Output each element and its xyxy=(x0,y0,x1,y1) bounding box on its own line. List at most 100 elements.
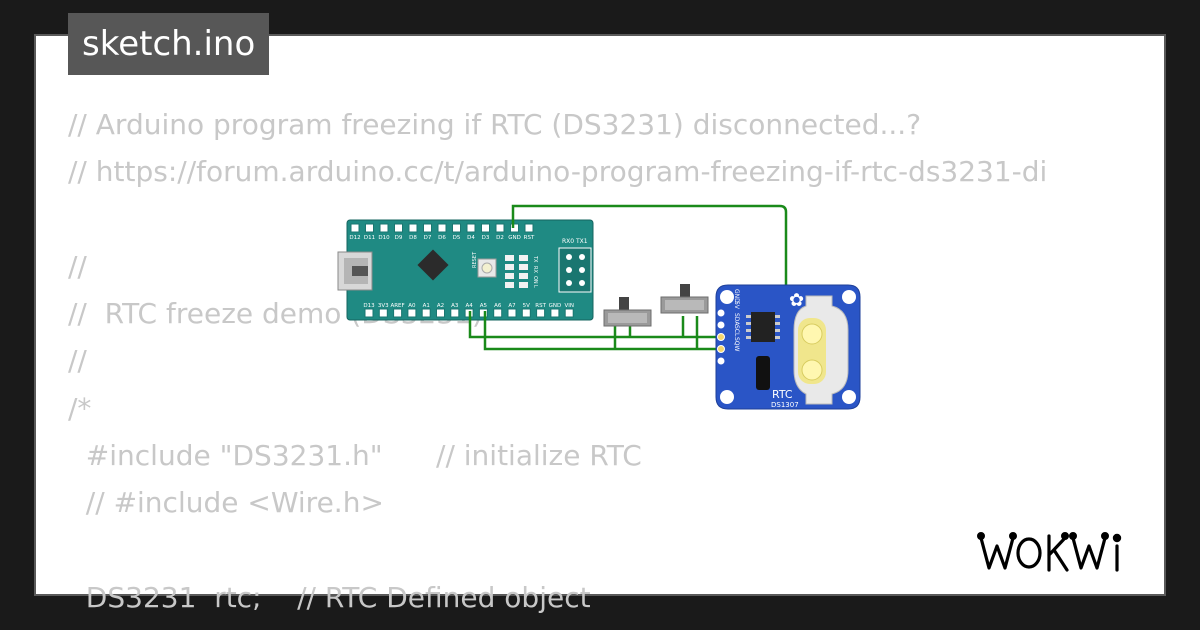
pin-label-top: D3 xyxy=(482,235,490,241)
pin-label-bottom: GND xyxy=(549,303,562,309)
pin-hole-top[interactable] xyxy=(408,223,418,233)
pin-hole-bottom[interactable] xyxy=(550,308,560,318)
pin-label-top: D6 xyxy=(438,235,446,241)
pin-hole-bottom[interactable] xyxy=(378,308,388,318)
pin-hole-top[interactable] xyxy=(481,223,490,233)
pin-label-bottom: A2 xyxy=(437,303,444,309)
pin-label-bottom: A1 xyxy=(423,303,430,309)
led-label-on: ON xyxy=(532,276,538,284)
pin-hole-bottom[interactable] xyxy=(493,308,503,318)
code-line-6: // xyxy=(68,344,87,378)
pin-hole-top[interactable] xyxy=(437,223,447,233)
rtc-pin-label: SCL xyxy=(733,325,740,337)
pin-hole-top[interactable] xyxy=(495,223,505,233)
pin-label-top: D9 xyxy=(395,235,403,241)
pin-hole-bottom[interactable] xyxy=(507,308,517,318)
rx-tx-label: RX0 TX1 xyxy=(562,238,588,245)
code-editor[interactable]: // Arduino program freezing if RTC (DS32… xyxy=(68,101,1047,621)
wire-a5-to-scl xyxy=(483,311,716,351)
pin-label-top: D12 xyxy=(349,235,360,241)
pin-hole-bottom[interactable] xyxy=(521,308,531,318)
pin-hole-top[interactable] xyxy=(524,223,534,233)
pin-label-top: RST xyxy=(524,235,535,241)
pin-hole-bottom[interactable] xyxy=(436,308,445,318)
code-line-8: #include "DS3231.h" // initialize RTC xyxy=(68,439,642,473)
pin-hole-bottom[interactable] xyxy=(393,308,403,318)
rtc-pin-label: 5V xyxy=(733,301,740,310)
code-line-4: // xyxy=(68,249,87,283)
slide-switch-1[interactable] xyxy=(603,297,652,327)
pin-hole-top[interactable] xyxy=(423,223,432,233)
rtc-pin-label: GND xyxy=(733,289,740,303)
file-tab[interactable]: sketch.ino xyxy=(68,13,270,75)
pin-label-top: D2 xyxy=(496,235,504,241)
pin-label-bottom: A4 xyxy=(465,303,473,309)
rtc-chip-label: DS1307 xyxy=(771,401,799,409)
pin-label-bottom: 3V3 xyxy=(378,303,389,309)
pin-hole-bottom[interactable] xyxy=(536,308,546,318)
pin-hole-top[interactable] xyxy=(466,223,476,233)
top-pin-headers xyxy=(350,223,534,233)
star-icon: ✿ xyxy=(789,290,804,311)
pin-label-top: D10 xyxy=(378,235,390,241)
pin-label-top: GND xyxy=(508,235,521,241)
pin-hole-top[interactable] xyxy=(452,223,461,233)
rtc-pin-label: SQW xyxy=(733,337,740,352)
code-line-2: // https://forum.arduino.cc/t/arduino-pr… xyxy=(68,155,1048,189)
pin-hole-bottom[interactable] xyxy=(564,308,574,318)
pin-hole-bottom[interactable] xyxy=(421,308,431,318)
pin-label-bottom: A5 xyxy=(480,303,488,309)
wires xyxy=(468,204,788,368)
icsp-header xyxy=(558,247,592,293)
pin-hole-bottom[interactable] xyxy=(450,308,460,318)
wokwi-preview-card: // Arduino program freezing if RTC (DS32… xyxy=(34,34,1166,614)
led-label-rx: RX xyxy=(532,266,538,273)
pin-label-bottom: D13 xyxy=(363,303,375,309)
pin-label-top: D11 xyxy=(364,235,375,241)
pin-hole-bottom[interactable] xyxy=(407,308,417,318)
code-line-7: /* xyxy=(68,391,92,425)
pin-label-top: D5 xyxy=(453,235,461,241)
code-line-9: // #include <Wire.h> xyxy=(68,486,384,520)
slide-switch-2[interactable] xyxy=(660,284,709,314)
wokwi-logo xyxy=(976,531,1122,572)
pin-hole-top[interactable] xyxy=(379,223,389,233)
pin-hole-top[interactable] xyxy=(510,223,519,233)
pin-label-bottom: VIN xyxy=(564,303,574,309)
pin-label-bottom: A6 xyxy=(494,303,502,309)
pin-label-bottom: A7 xyxy=(508,303,516,309)
pin-hole-bottom[interactable] xyxy=(364,308,374,318)
pin-label-bottom: 5V xyxy=(523,303,530,309)
rtc-pin-holes xyxy=(717,309,725,365)
reset-label: RESET xyxy=(472,251,478,268)
microcontroller-chip xyxy=(417,249,449,281)
pin-label-bottom: A0 xyxy=(408,303,416,309)
pin-label-bottom: AREF xyxy=(390,303,404,309)
rtc-pin-label: SDA xyxy=(733,313,740,326)
crystal xyxy=(756,356,770,390)
led-label-tx: TX xyxy=(532,255,538,263)
pin-label-top: D7 xyxy=(424,235,432,241)
rtc-title: RTC xyxy=(772,388,793,401)
pin-label-top: D4 xyxy=(467,235,475,241)
status-leds: TX RX ON L xyxy=(505,255,538,288)
pin-hole-top[interactable] xyxy=(394,223,403,233)
pin-label-bottom: RST xyxy=(535,303,546,309)
pin-hole-bottom[interactable] xyxy=(478,308,488,318)
pin-label-top: D8 xyxy=(409,235,417,241)
code-line-11: DS3231 rtc; // RTC Defined object xyxy=(68,580,591,614)
wire-a4-to-sda xyxy=(468,311,716,339)
pin-hole-top[interactable] xyxy=(350,223,360,233)
rtc-chip xyxy=(751,312,775,342)
pin-label-bottom: A3 xyxy=(451,303,459,309)
code-line-1: // Arduino program freezing if RTC (DS32… xyxy=(68,108,922,141)
wire-d2-to-rtc xyxy=(511,204,788,368)
pin-hole-top[interactable] xyxy=(365,223,374,233)
led-label-l: L xyxy=(532,285,538,288)
